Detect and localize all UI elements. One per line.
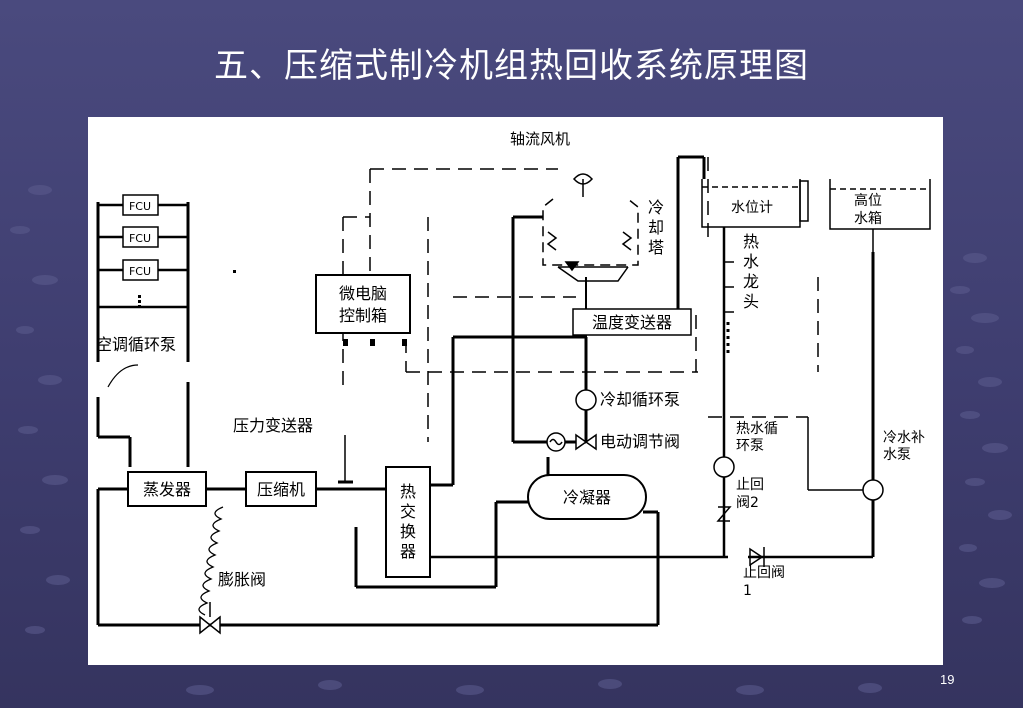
ac-pump-leader [107, 364, 139, 388]
cold-supply-pump-label: 水泵 [883, 447, 911, 463]
svg-text:FCU: FCU [129, 200, 151, 213]
heat-exchanger: 热 交 换 器 [385, 466, 431, 578]
svg-text:换: 换 [400, 522, 416, 541]
compressor: 压缩机 [245, 471, 317, 507]
axial-fan-label: 轴流风机 [510, 130, 570, 148]
check-valve-2-label: 阀2 [736, 495, 759, 511]
schematic-panel: FCU FCU FCU 微电脑 控制箱 温度变送器 轴流风机 [88, 117, 943, 665]
refrigeration-heat-recovery-schematic: FCU FCU FCU 微电脑 控制箱 温度变送器 轴流风机 [96, 130, 931, 635]
fcu-unit: FCU [122, 226, 159, 248]
check-valve-1-label: 1 [743, 583, 752, 599]
hot-pump-icon [713, 456, 735, 478]
slide-title: 五、压缩式制冷机组热回收系统原理图 [214, 46, 809, 86]
hot-pump-label: 环泵 [736, 438, 764, 454]
svg-text:器: 器 [400, 542, 416, 561]
hot-water-tap-icons [724, 261, 734, 357]
cold-supply-pump-label: 冷水补 [883, 430, 925, 446]
hot-tap-label: 水 [743, 252, 759, 271]
hot-tap-label: 热 [743, 232, 759, 251]
stray-dot [233, 270, 236, 273]
cooling-tower-label: 却 [648, 218, 664, 237]
cooling-pump-label: 冷却循环泵 [600, 390, 680, 409]
high-tank-label: 水箱 [854, 211, 882, 227]
high-level-tank [829, 179, 931, 252]
svg-text:微电脑: 微电脑 [339, 284, 387, 303]
fcu-unit: FCU [122, 259, 159, 281]
hot-tap-label: 头 [743, 292, 759, 311]
svg-text:冷凝器: 冷凝器 [563, 488, 611, 507]
cooling-tower-label: 塔 [648, 238, 664, 257]
svg-text:FCU: FCU [129, 265, 151, 278]
check-valve-2-icon [716, 506, 732, 522]
expansion-valve-label: 膨胀阀 [218, 570, 266, 589]
ac-pump-label: 空调循环泵 [96, 335, 176, 354]
cooling-tower-label: 冷 [648, 198, 664, 217]
check-valve-1-icon [749, 547, 765, 567]
svg-text:蒸发器: 蒸发器 [143, 480, 191, 499]
pressure-transmitter-label: 压力变送器 [233, 416, 313, 435]
microcomputer-control-box: 微电脑 控制箱 [315, 274, 411, 346]
cooling-tower [542, 173, 639, 282]
expansion-valve-icon [199, 602, 221, 635]
hot-tap-label: 龙 [743, 272, 759, 291]
electric-valve-icon [546, 432, 597, 452]
evaporator: 蒸发器 [127, 471, 207, 507]
temperature-transmitter: 温度变送器 [572, 308, 692, 336]
condenser: 冷凝器 [527, 474, 647, 520]
svg-text:温度变送器: 温度变送器 [592, 313, 672, 332]
svg-text:控制箱: 控制箱 [339, 306, 387, 325]
svg-text:热: 热 [400, 482, 416, 501]
water-level-label: 水位计 [731, 200, 773, 216]
capillary-coil [198, 506, 224, 616]
fcu-ellipsis [138, 295, 141, 308]
svg-text:交: 交 [400, 502, 416, 521]
svg-text:压缩机: 压缩机 [257, 480, 305, 499]
check-valve-1-label: 止回阀 [743, 565, 785, 581]
svg-text:FCU: FCU [129, 232, 151, 245]
cold-supply-pump-icon [862, 479, 884, 501]
electric-valve-label: 电动调节阀 [600, 432, 680, 451]
check-valve-2-label: 止回 [736, 477, 764, 493]
cooling-pump-icon [575, 389, 597, 411]
fcu-unit: FCU [122, 194, 159, 216]
hot-pump-label: 热水循 [736, 421, 778, 437]
high-tank-label: 高位 [854, 192, 882, 209]
water-level-tank [701, 179, 809, 228]
page-number: 19 [940, 672, 955, 687]
